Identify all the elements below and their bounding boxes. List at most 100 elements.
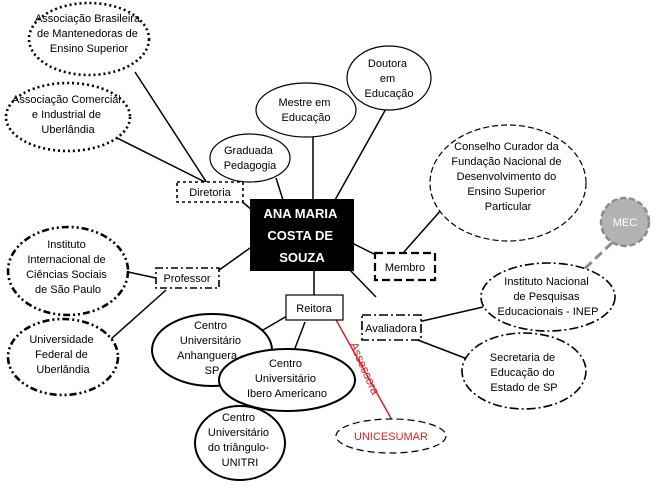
role-reitora-box	[285, 294, 344, 321]
connector-center-professor	[214, 247, 251, 274]
anhanguera-line-2: Universitário	[180, 335, 241, 347]
conselho-line-3: Desenvolvimento do	[457, 171, 557, 183]
node-iicssp-shape	[6, 225, 130, 317]
svg-text:Doutora em Educaçã: Doutora em Educação	[365, 58, 414, 100]
node-mec-shape	[599, 196, 651, 248]
role-professor-box	[155, 267, 220, 289]
connector-inep-mec	[573, 236, 619, 280]
connector-avaliadora-see	[409, 336, 471, 361]
abmes-line-1: Associação Brasileira	[35, 13, 141, 25]
node-acium: Associação Comercial e Industrial de Ube…	[4, 81, 132, 153]
svg-text:Mestre em Educação: Mestre em Educação	[278, 97, 333, 124]
doutora-line-1: Doutora	[368, 58, 408, 70]
role-membro-label: Membro	[385, 262, 425, 274]
node-ibero-shape	[218, 348, 356, 412]
node-unicesumar: UNICESUMAR	[335, 418, 447, 454]
node-mestre: Mestre em Educação	[255, 82, 357, 138]
acium-line-3: Uberlândia	[41, 124, 95, 136]
see-sp-line-3: Estado de SP	[490, 382, 557, 394]
conselho-line-2: Fundação Nacional de	[451, 156, 561, 168]
connector-avaliadora-inep	[417, 306, 484, 323]
node-graduada-shape	[209, 133, 291, 183]
center-node-box	[250, 199, 354, 271]
inep-line-2: de Pesquisas	[513, 291, 580, 303]
node-doutora-shape	[346, 45, 432, 111]
unitri-line-3: do triângulo-	[208, 442, 269, 454]
iicssp-line-4: de São Paulo	[35, 284, 101, 296]
acium-line-1: Associação Comercial	[12, 94, 121, 106]
unicesumar-label: UNICESUMAR	[354, 431, 428, 443]
node-see-sp: Secretaria de Educação do Estado de SP	[461, 332, 587, 410]
inep-line-3: Educacionais - INEP	[498, 306, 599, 318]
node-unicesumar-shape	[335, 418, 447, 454]
node-ufu: Universidade Federal de Uberlândia	[6, 317, 120, 397]
doutora-line-2: em	[380, 73, 395, 85]
node-doutora: Doutora em Educação	[346, 45, 432, 111]
connector-diretoria-abmes	[134, 71, 208, 184]
node-iicssp: Instituto Internacional de Ciências Soci…	[6, 225, 130, 317]
role-diretoria-label: Diretoria	[189, 187, 231, 199]
node-inep-shape	[480, 262, 616, 332]
center-line-3: SOUZA	[279, 250, 325, 265]
abmes-line-2: de Mantenedoras de	[37, 28, 138, 40]
svg-text:Graduada Pedagogia: Graduada Pedagogia	[224, 145, 277, 172]
node-mestre-shape	[255, 82, 357, 138]
role-professor: Professor	[155, 267, 220, 289]
svg-text:Instituto Nacional de Pe: Instituto Nacional de Pesquisas Educacio…	[498, 276, 599, 318]
role-professor-label: Professor	[163, 273, 210, 285]
center-line-2: COSTA DE	[267, 228, 333, 243]
svg-text:Centro Universitário: Centro Universitário do triângulo- UNITR…	[208, 412, 272, 469]
role-avaliadora: Avaliadora	[361, 314, 422, 341]
conselho-line-4: Ensino Superior	[467, 186, 546, 198]
svg-text:Centro Universitário: Centro Universitário Ibero Americano	[247, 358, 327, 400]
anhanguera-line-3: Anhanguera -	[177, 350, 244, 362]
unitri-line-4: UNITRI	[222, 457, 259, 469]
center-node: ANA MARIA COSTA DE SOUZA	[250, 199, 354, 271]
role-avaliadora-label: Avaliadora	[365, 323, 418, 335]
node-ufu-shape	[6, 317, 120, 397]
ibero-line-1: Centro	[269, 358, 302, 370]
role-diretoria: Diretoria	[176, 181, 244, 203]
svg-text:Associação Comercial e I: Associação Comercial e Industrial de Ube…	[12, 94, 124, 136]
connector-center-membro	[349, 241, 377, 256]
conselho-line-1: Conselho Curador da	[454, 141, 559, 153]
iicssp-line-1: Instituto	[47, 239, 86, 251]
node-conselho: Conselho Curador da Fundação Nacional de…	[429, 124, 587, 242]
graduada-line-2: Pedagogia	[224, 160, 277, 172]
connector-professor-ufu	[109, 289, 167, 341]
connector-diretoria-acium	[104, 131, 208, 184]
connector-reitora-unicesumar	[334, 317, 393, 421]
svg-text:Instituto Internacional: Instituto Internacional de Ciências Soci…	[26, 239, 110, 296]
center-line-1: ANA MARIA	[263, 206, 338, 221]
node-conselho-shape	[429, 124, 587, 242]
svg-text:Universidade Federal de: Universidade Federal de Uberlândia	[29, 334, 96, 376]
node-see-sp-shape	[461, 332, 587, 410]
anhanguera-line-4: SP	[205, 365, 220, 377]
connector-reitora-anhanguera	[262, 315, 288, 331]
role-membro-box	[373, 251, 437, 282]
node-mec: MEC	[599, 196, 651, 248]
unitri-line-1: Centro	[222, 412, 255, 424]
role-avaliadora-box	[361, 314, 422, 341]
iicssp-line-3: Ciências Sociais	[26, 269, 107, 281]
node-abmes: Associação Brasileira de Mantenedoras de…	[27, 1, 151, 77]
svg-text:Secretaria de Educação d: Secretaria de Educação do Estado de SP	[490, 352, 559, 394]
conselho-line-5: Particular	[485, 201, 532, 213]
abmes-line-3: Ensino Superior	[50, 43, 129, 55]
ibero-line-2: Universitário	[255, 373, 316, 385]
connector-graduada-center	[275, 177, 284, 201]
role-reitora-label: Reitora	[296, 303, 332, 315]
unitri-line-2: Universitário	[208, 427, 269, 439]
inep-line-1: Instituto Nacional	[504, 276, 588, 288]
iicssp-line-2: Internacional de	[27, 254, 105, 266]
ibero-line-3: Ibero Americano	[247, 388, 327, 400]
node-graduada: Graduada Pedagogia	[209, 133, 291, 183]
connector-doutora-center	[334, 106, 388, 201]
node-inep: Instituto Nacional de Pesquisas Educacio…	[480, 262, 616, 332]
node-acium-shape	[4, 81, 132, 153]
node-ibero: Centro Universitário Ibero Americano	[218, 348, 356, 412]
see-sp-line-2: Educação do	[490, 367, 554, 379]
role-membro: Membro	[373, 251, 437, 282]
mestre-line-2: Educação	[282, 112, 331, 124]
see-sp-line-1: Secretaria de	[490, 352, 555, 364]
